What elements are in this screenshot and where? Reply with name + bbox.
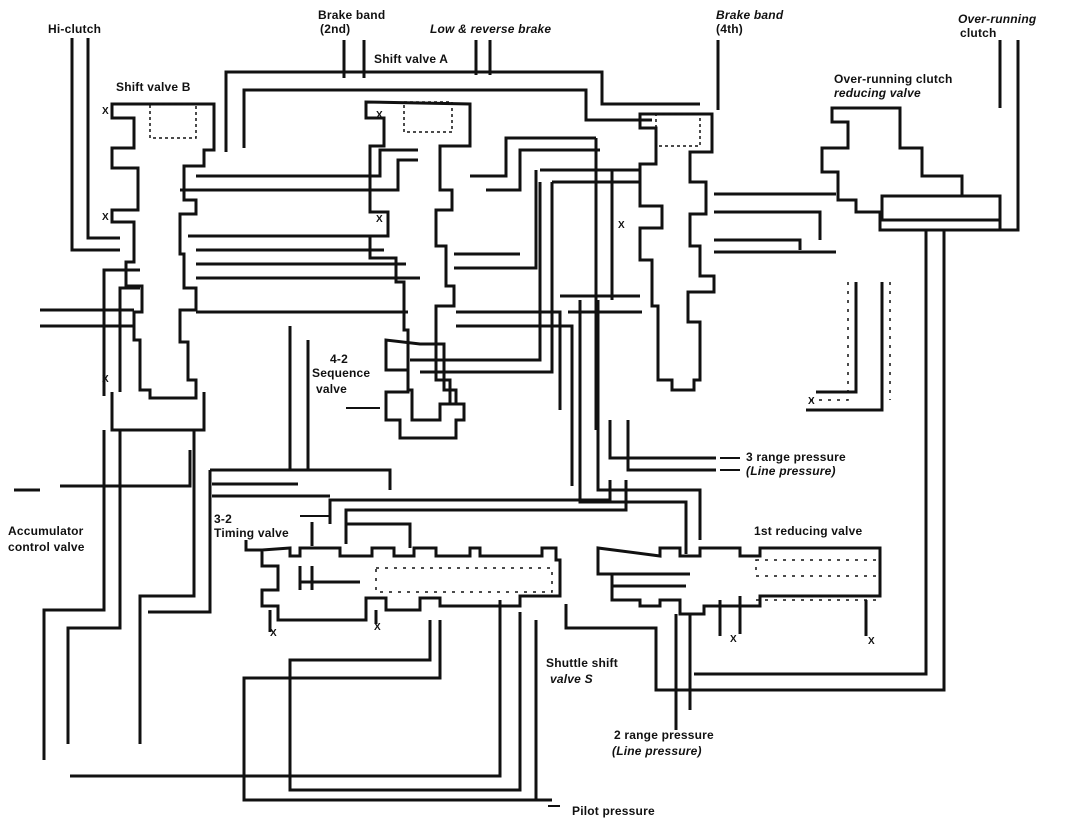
drain-x-mark: X (376, 110, 383, 121)
hi-clutch-line (70, 38, 120, 252)
drain-x-mark: X (618, 220, 625, 231)
first-reducing-valve-body (596, 546, 882, 616)
drain-x-mark: X (102, 212, 109, 223)
label-brake-band-4th-line1: Brake band (716, 8, 784, 22)
drain-x-mark: X (102, 106, 109, 117)
label-3-range-pressure: 3 range pressure (746, 450, 846, 464)
drain-x-mark: X (868, 636, 875, 647)
drain-x-mark: X (730, 634, 737, 645)
label-sequence-valve-line3: valve (316, 382, 348, 396)
shuttle-shift-valve-body (260, 546, 562, 622)
label-timing-valve-line1: 3-2 (214, 512, 232, 526)
label-timing-valve-line2: Timing valve (214, 526, 289, 540)
shift-valve-b-body (110, 102, 216, 400)
label-accumulator-line1: Accumulator (8, 524, 84, 538)
label-orc-reducing-valve-line1: Over-running clutch (834, 72, 953, 86)
label-low-reverse-brake: Low & reverse brake (430, 22, 552, 36)
label-shift-valve-a: Shift valve A (374, 52, 449, 66)
label-first-reducing-valve: 1st reducing valve (754, 524, 863, 538)
label-accumulator-line2: control valve (8, 540, 85, 554)
accumulator-control-valve-body (110, 392, 206, 432)
drain-x-mark: X (808, 396, 815, 407)
label-3-range-line-pressure: (Line pressure) (746, 464, 836, 478)
drain-x-mark: X (374, 622, 381, 633)
label-2-range-pressure: 2 range pressure (614, 728, 714, 742)
label-shuttle-shift-valve-line2: valve S (550, 672, 593, 686)
sequence-valve-body (384, 338, 466, 440)
label-hi-clutch: Hi-clutch (48, 22, 102, 36)
label-brake-band-2nd-line1: Brake band (318, 8, 386, 22)
drain-x-mark: X (270, 628, 277, 639)
label-sequence-valve-line2: Sequence (312, 366, 371, 380)
label-over-running-clutch-line2: clutch (960, 26, 997, 40)
label-shuttle-shift-valve-line1: Shuttle shift (546, 656, 618, 670)
upper-right-valve-body (638, 112, 716, 392)
drain-x-mark: X (376, 214, 383, 225)
label-orc-reducing-valve-line2: reducing valve (834, 86, 921, 100)
label-2-range-line-pressure: (Line pressure) (612, 744, 702, 758)
label-over-running-clutch-line1: Over-running (958, 12, 1037, 26)
shift-valve-a-body (364, 100, 472, 422)
label-brake-band-4th-line2: (4th) (716, 22, 743, 36)
label-pilot-pressure: Pilot pressure (572, 804, 655, 818)
label-shift-valve-b: Shift valve B (116, 80, 191, 94)
label-brake-band-2nd-line2: (2nd) (320, 22, 351, 36)
orc-reducing-valve-body (820, 106, 1002, 232)
drain-x-mark: X (102, 374, 109, 385)
label-sequence-valve-line1: 4-2 (330, 352, 348, 366)
